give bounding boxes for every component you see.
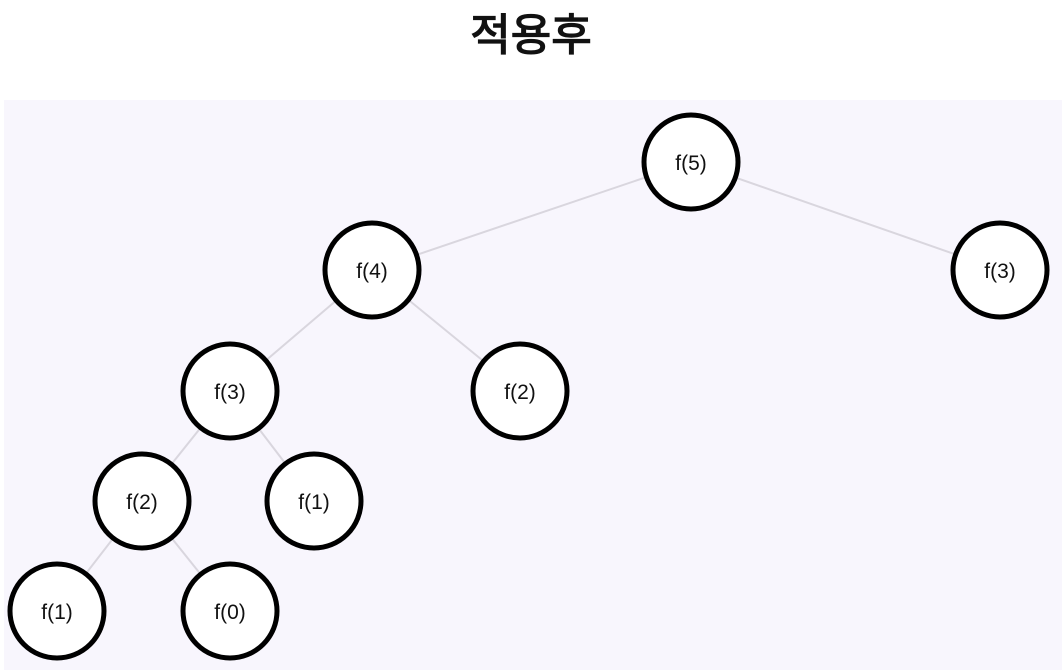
tree-node: f(2) (470, 341, 570, 441)
tree-node-circle (641, 112, 741, 212)
tree-node-label: f(5) (675, 152, 707, 175)
tree-node-label: f(1) (41, 601, 73, 624)
tree-node-label: f(4) (356, 260, 388, 283)
tree-node-circle (950, 220, 1050, 320)
tree-node: f(0) (180, 561, 280, 661)
diagram-title: 적용후 (470, 10, 592, 61)
tree-node: f(3) (950, 220, 1050, 320)
tree-node-label: f(1) (298, 491, 330, 514)
tree-node-circle (180, 561, 280, 661)
tree-node: f(4) (322, 220, 422, 320)
tree-node: f(1) (264, 451, 364, 551)
tree-edge-n0-n1 (371, 161, 692, 271)
tree-node-circle (7, 561, 107, 661)
tree-node-label: f(2) (126, 491, 158, 514)
tree-node-circle (322, 220, 422, 320)
tree-node-circle (92, 451, 192, 551)
tree-node: f(2) (92, 451, 192, 551)
tree-node: f(3) (180, 341, 280, 441)
tree-node-circle (180, 341, 280, 441)
tree-node-label: f(3) (214, 381, 246, 404)
tree-node-label: f(2) (504, 381, 536, 404)
tree-edge-n0-n2 (690, 161, 1001, 271)
tree-node-label: f(3) (984, 260, 1016, 283)
tree-node-circle (264, 451, 364, 551)
tree-node-circle (470, 341, 570, 441)
tree-node: f(1) (7, 561, 107, 661)
tree-node: f(5) (641, 112, 741, 212)
nodes-layer: f(5) f(4) f(3) f(3) f(2) f(2) f(1) f(1) f(0) (7, 112, 1050, 661)
tree-node-label: f(0) (214, 601, 246, 624)
